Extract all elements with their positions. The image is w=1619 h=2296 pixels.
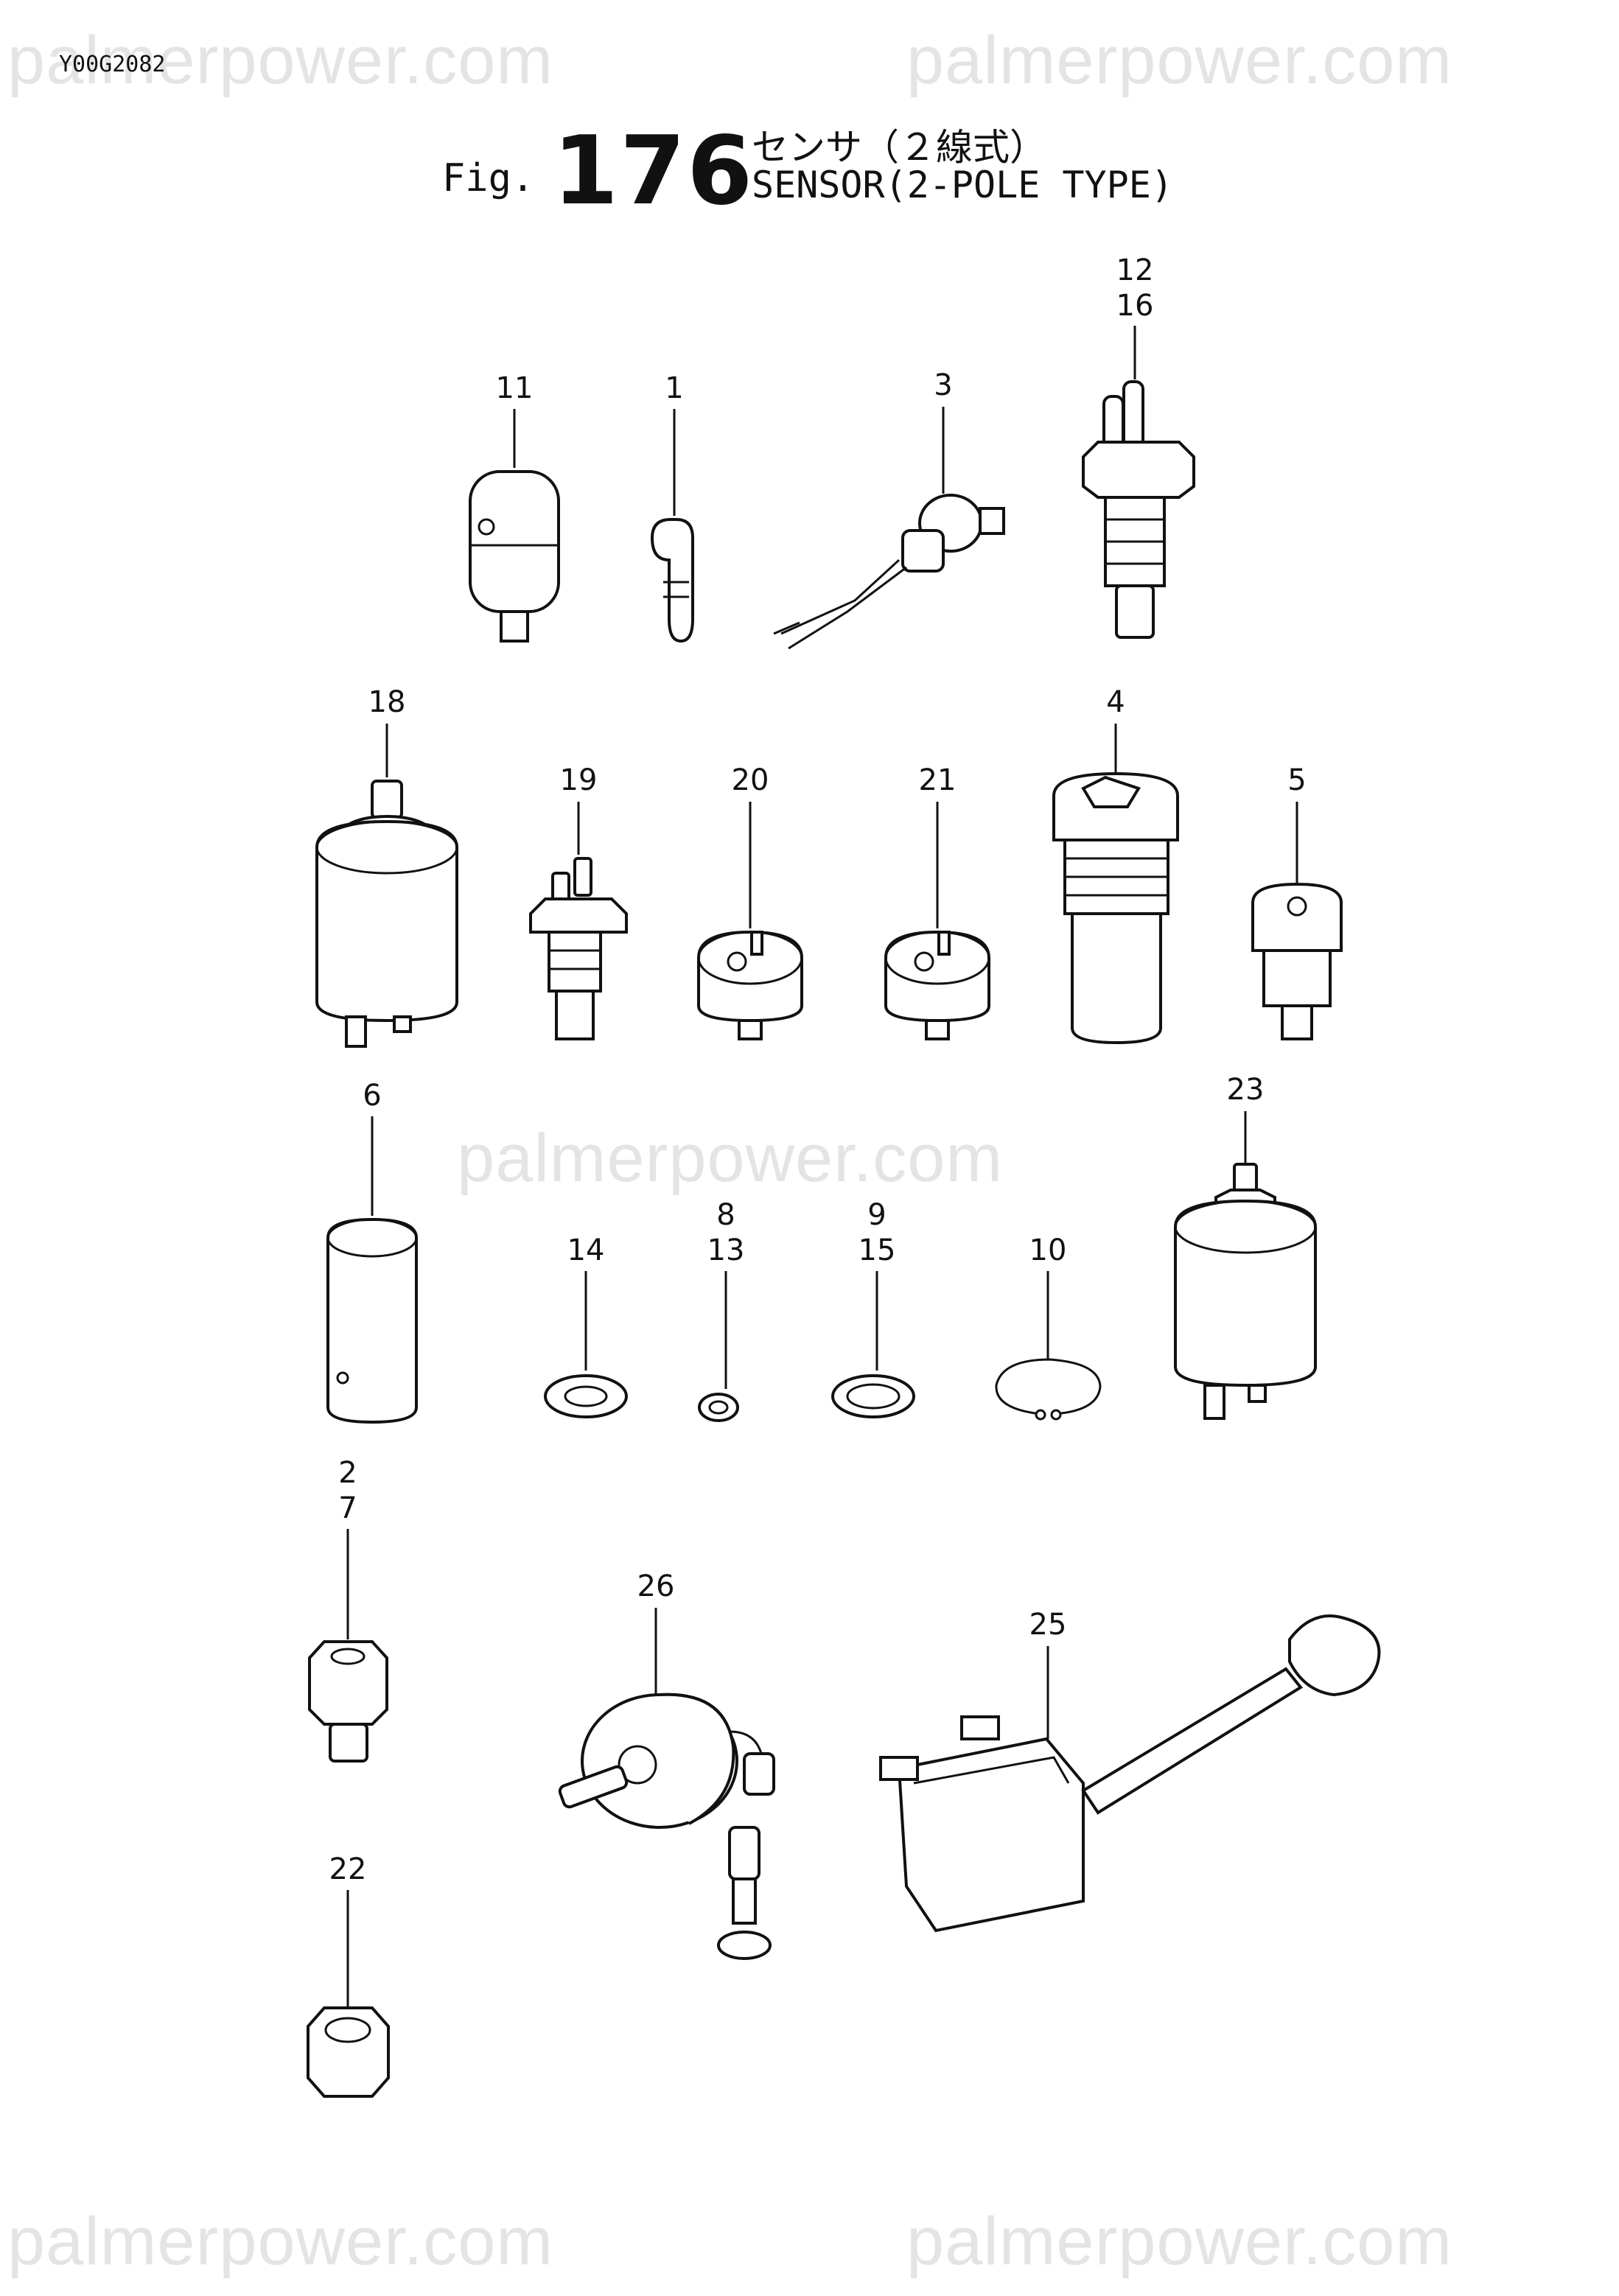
- part-1: 1: [650, 371, 694, 643]
- callout-16: 16: [1116, 289, 1154, 323]
- part-26: 26: [558, 1569, 775, 1960]
- part-14: 14: [544, 1233, 628, 1418]
- part-4: 4: [1052, 685, 1179, 1045]
- part-18: 18: [315, 685, 458, 1048]
- callout-6: 6: [363, 1079, 381, 1113]
- callout-3: 3: [934, 368, 952, 402]
- callout-14: 14: [567, 1233, 605, 1267]
- part-25: 25: [879, 1608, 1381, 1933]
- part-23: 23: [1174, 1073, 1317, 1420]
- part-20: 20: [697, 763, 803, 1040]
- watermark-top-left: palmerpower.com: [7, 23, 554, 98]
- callout-21: 21: [919, 763, 957, 797]
- callout-8: 8: [716, 1198, 735, 1232]
- watermark-bottom-right: palmerpower.com: [906, 2204, 1453, 2279]
- watermark-bottom-left: palmerpower.com: [7, 2204, 554, 2279]
- part-19: 19: [529, 763, 628, 1040]
- callout-18: 18: [368, 685, 406, 719]
- callout-15: 15: [859, 1233, 896, 1267]
- part-21: 21: [884, 763, 990, 1040]
- callout-2: 2: [338, 1456, 357, 1490]
- callout-10: 10: [1029, 1233, 1067, 1267]
- callout-11: 11: [496, 371, 534, 405]
- part-5: 5: [1251, 763, 1343, 1040]
- part-8-13: 8 13: [698, 1198, 745, 1422]
- callout-9: 9: [867, 1198, 886, 1232]
- part-2-7: 2 7: [308, 1456, 388, 1763]
- callout-1: 1: [665, 371, 683, 405]
- callout-7: 7: [338, 1491, 357, 1525]
- callout-19: 19: [560, 763, 598, 797]
- part-11: 11: [469, 371, 560, 643]
- callout-4: 4: [1106, 685, 1125, 719]
- part-3: 3: [773, 368, 1005, 650]
- callout-26: 26: [637, 1569, 675, 1603]
- watermark-center: palmerpower.com: [457, 1121, 1004, 1196]
- document-code: Y00G2082: [59, 52, 166, 77]
- part-22: 22: [307, 1852, 390, 2098]
- callout-22: 22: [329, 1852, 367, 1886]
- callout-5: 5: [1287, 763, 1306, 797]
- part-9-15: 9 15: [831, 1198, 915, 1418]
- figure-title-japanese: センサ（２線式）: [752, 126, 1046, 169]
- figure-number: 176: [553, 116, 755, 226]
- part-6: 6: [326, 1079, 418, 1424]
- figure-title-english: SENSOR(2-POLE TYPE): [752, 164, 1173, 206]
- callout-20: 20: [732, 763, 769, 797]
- figure-prefix: Fig.: [442, 156, 535, 200]
- part-10: 10: [995, 1233, 1102, 1421]
- callout-13: 13: [707, 1233, 745, 1267]
- callout-23: 23: [1227, 1073, 1265, 1107]
- callout-12: 12: [1116, 253, 1154, 287]
- callout-25: 25: [1029, 1608, 1067, 1642]
- watermark-top-right: palmerpower.com: [906, 23, 1453, 98]
- part-12-16: 12 16: [1082, 253, 1195, 639]
